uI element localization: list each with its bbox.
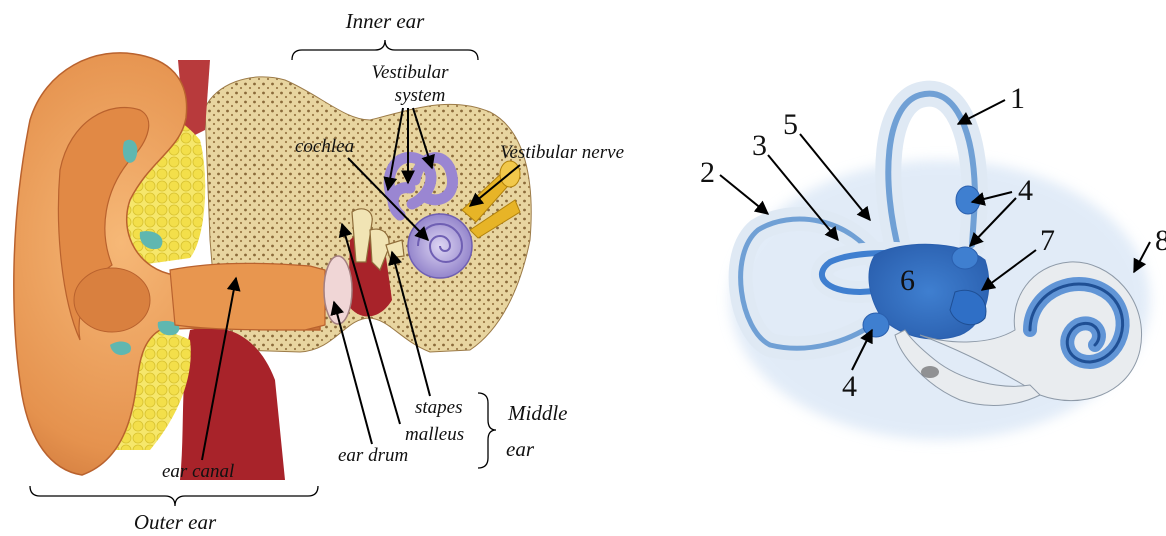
number-3: 3 xyxy=(752,129,767,162)
number-5: 5 xyxy=(783,108,798,141)
label-cochlea: cochlea xyxy=(295,136,354,157)
concha xyxy=(74,268,150,332)
label-middle-ear-2: ear xyxy=(506,437,535,461)
label-ear-drum: ear drum xyxy=(338,445,408,466)
label-stapes: stapes xyxy=(415,397,463,418)
number-1: 1 xyxy=(1010,82,1025,115)
label-outer-ear: Outer ear xyxy=(134,510,217,534)
number-8: 8 xyxy=(1155,224,1166,257)
brace-middle-ear xyxy=(478,393,496,468)
ear-canal-shape xyxy=(170,263,325,330)
label-vestibular-nerve: Vestibular nerve xyxy=(500,142,624,163)
number-4-lower: 4 xyxy=(842,370,857,403)
ampulla-lower xyxy=(863,313,889,337)
label-ear-canal: ear canal xyxy=(162,461,234,482)
round-window xyxy=(921,366,939,378)
ampulla-middle xyxy=(952,247,978,269)
number-7: 7 xyxy=(1040,224,1055,257)
cochlea-shape xyxy=(408,214,472,278)
labyrinth-illustration xyxy=(730,94,1150,440)
number-6: 6 xyxy=(900,264,915,297)
label-malleus: malleus xyxy=(405,424,464,445)
label-vestibular-system-2: system xyxy=(395,85,446,106)
label-middle-ear-1: Middle xyxy=(507,401,567,425)
label-vestibular-system-1: Vestibular xyxy=(371,62,449,83)
arrow-2 xyxy=(720,175,768,214)
cartilage-1 xyxy=(123,140,137,163)
number-2: 2 xyxy=(700,156,715,189)
brace-inner-ear xyxy=(292,40,478,60)
brace-outer-ear xyxy=(30,486,318,506)
label-inner-ear: Inner ear xyxy=(345,9,426,33)
number-4-upper: 4 xyxy=(1018,174,1033,207)
